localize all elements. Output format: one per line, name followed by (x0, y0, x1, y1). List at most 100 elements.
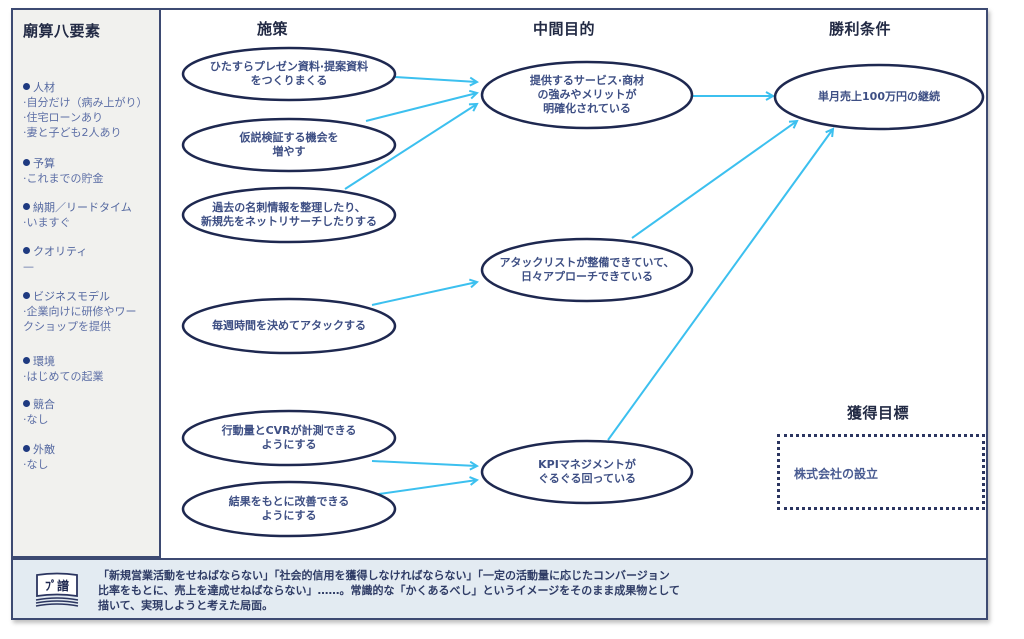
node-label-m4: 毎週時間を決めてアタックする (212, 319, 366, 333)
factor-item: 予算·これまでの貯金 (23, 156, 104, 186)
factor-detail: ·企業向けに研修やワー (23, 305, 137, 318)
factor-item: 納期／リードタイム ·いますぐ (23, 200, 132, 230)
factor-heading: ビジネスモデル (23, 289, 137, 304)
node-label-line: ようにする (261, 438, 317, 451)
factor-label: 人材 (33, 81, 55, 94)
node-ellipse-i2 (480, 237, 694, 303)
node-label-line: 結果をもとに改善できる (228, 495, 350, 508)
pufu-icon-label: ﾌﾟ譜 (45, 578, 69, 593)
factor-label: ビジネスモデル (33, 290, 110, 303)
main-diagram: 施策 中間目的 勝利条件 獲得目標 (161, 8, 988, 558)
factor-detail: ·なし (23, 413, 49, 426)
column-header-intermediate: 中間目的 (533, 20, 596, 38)
node-label-line: 単月売上100万円の継続 (818, 90, 940, 103)
bullet-icon (23, 445, 30, 452)
factor-label: 納期／リードタイム (33, 201, 132, 214)
arrow-m2-to-i1 (365, 93, 477, 122)
node-label-m1: ひたすらプレゼン資料·提案資料をつくりまくる (210, 60, 368, 88)
node-label-line: 提供するサービス·商材 (529, 74, 645, 87)
factor-detail: ·妻と子ども2人あり (23, 126, 122, 139)
column-header-victory: 勝利条件 (829, 20, 892, 38)
factor-detail: — (23, 260, 34, 273)
factor-label: 環境 (33, 355, 55, 368)
factor-heading: クオリティ (23, 244, 87, 259)
node-label-line: 仮説検証する機会を (239, 131, 339, 144)
footer-note: ﾌﾟ譜 「新規営業活動をせねばならない」「社会的信用を獲得しなければならない」「… (11, 558, 988, 620)
node-ellipse-m1 (181, 46, 397, 102)
node-label-m2: 仮説検証する機会を増やす (240, 131, 339, 159)
bullet-icon (23, 357, 30, 364)
node-label-line: KPIマネジメントが (538, 458, 636, 471)
factor-heading: 競合 (23, 397, 55, 412)
factor-heading: 予算 (23, 156, 104, 171)
factor-label: 競合 (33, 398, 55, 411)
factor-heading: 環境 (23, 354, 104, 369)
factor-item: 外敵 ·なし (23, 442, 55, 472)
bullet-icon (23, 292, 30, 299)
node-label-m6: 結果をもとに改善できるようにする (229, 495, 350, 523)
node-label-line: ようにする (261, 509, 317, 522)
node-label-line: 日々アプローチできている (521, 270, 653, 283)
arrow-m3-to-i1 (344, 104, 477, 190)
node-label-m5: 行動量とCVRが計測できるようにする (222, 424, 357, 452)
bullet-icon (23, 247, 30, 254)
arrow-m6-to-i3 (371, 480, 477, 496)
arrow-i3-to-v1 (607, 129, 833, 441)
node-label-line: をつくりまくる (250, 74, 328, 87)
arrow-i2-to-v1 (631, 121, 797, 239)
factor-detail: ·住宅ローンあり (23, 111, 103, 124)
pufu-book-icon: ﾌﾟ譜 (35, 572, 79, 607)
node-label-line: ひたすらプレゼン資料·提案資料 (209, 60, 369, 73)
factor-heading: 納期／リードタイム (23, 200, 132, 215)
node-ellipse-m5 (181, 409, 397, 467)
node-label-i2: アタックリストが整備できていて、日々アプローチできている (499, 256, 674, 284)
node-label-line: 毎週時間を決めてアタックする (212, 319, 366, 332)
bullet-icon (23, 400, 30, 407)
node-ellipse-m6 (181, 480, 397, 538)
node-label-line: 増やす (272, 145, 306, 158)
factor-item: ビジネスモデル ·企業向けに研修やワークショップを提供 (23, 289, 137, 334)
factor-heading: 人材 (23, 80, 148, 95)
factor-detail: クショップを提供 (23, 320, 111, 333)
factor-item: 競合 ·なし (23, 397, 55, 427)
node-label-line: 行動量とCVRが計測できる (221, 424, 357, 437)
node-ellipse-m4 (181, 297, 397, 355)
factor-item: クオリティ — (23, 244, 87, 274)
bullet-icon (23, 203, 30, 210)
acquisition-goal-box: 株式会社の設立 (777, 434, 985, 510)
factor-label: 外敵 (33, 443, 55, 456)
footer-line: 「新規営業活動をせねばならない」「社会的信用を獲得しなければならない」「一定の活… (98, 569, 670, 582)
node-label-line: アタックリストが整備できていて、 (499, 256, 675, 269)
node-ellipse-m3 (181, 186, 397, 244)
node-ellipse-m2 (181, 117, 397, 173)
sidebar-title: 廟算八要素 (23, 22, 101, 40)
footer-line: 描いて、実現しようと考えた局面。 (98, 599, 274, 612)
factor-detail: ·いますぐ (23, 216, 71, 229)
bullet-icon (23, 83, 30, 90)
node-ellipse-i1 (480, 60, 694, 130)
factor-label: クオリティ (33, 245, 88, 258)
node-ellipse-v1 (773, 63, 985, 131)
factor-detail: ·これまでの貯金 (23, 172, 104, 185)
column-header-measures: 施策 (257, 20, 289, 38)
arrow-m1-to-i1 (394, 76, 477, 82)
node-label-line: の強みやメリットが (537, 88, 637, 101)
node-label-m3: 過去の名刺情報を整理したり、新規先をネットリサーチしたりする (201, 201, 377, 229)
factor-heading: 外敵 (23, 442, 55, 457)
node-label-line: ぐるぐる回っている (537, 472, 637, 485)
footer-line: 比率をもとに、売上を達成せねばならない」……。常識的な「かくあるべし」というイメ… (98, 584, 680, 597)
node-label-line: 過去の名刺情報を整理したり、 (212, 201, 366, 214)
acquisition-goal-text: 株式会社の設立 (794, 467, 879, 481)
footer-text: 「新規営業活動をせねばならない」「社会的信用を獲得しなければならない」「一定の活… (98, 568, 680, 613)
sidebar-eight-factors: 廟算八要素 人材·自分だけ（病み上がり）·住宅ローンあり·妻と子ども2人あり予算… (11, 8, 161, 558)
factor-item: 環境 ·はじめての起業 (23, 354, 104, 384)
factor-detail: ·なし (23, 458, 49, 471)
arrow-m4-to-i2 (371, 282, 477, 306)
node-label-i1: 提供するサービス·商材の強みやメリットが明確化されている (530, 74, 644, 116)
factor-detail: ·はじめての起業 (23, 370, 104, 383)
node-label-i3: KPIマネジメントがぐるぐる回っている (538, 458, 636, 486)
column-header-acquisition: 獲得目標 (847, 404, 910, 422)
node-ellipse-i3 (480, 439, 694, 505)
node-label-v1: 単月売上100万円の継続 (818, 90, 940, 104)
bullet-icon (23, 159, 30, 166)
